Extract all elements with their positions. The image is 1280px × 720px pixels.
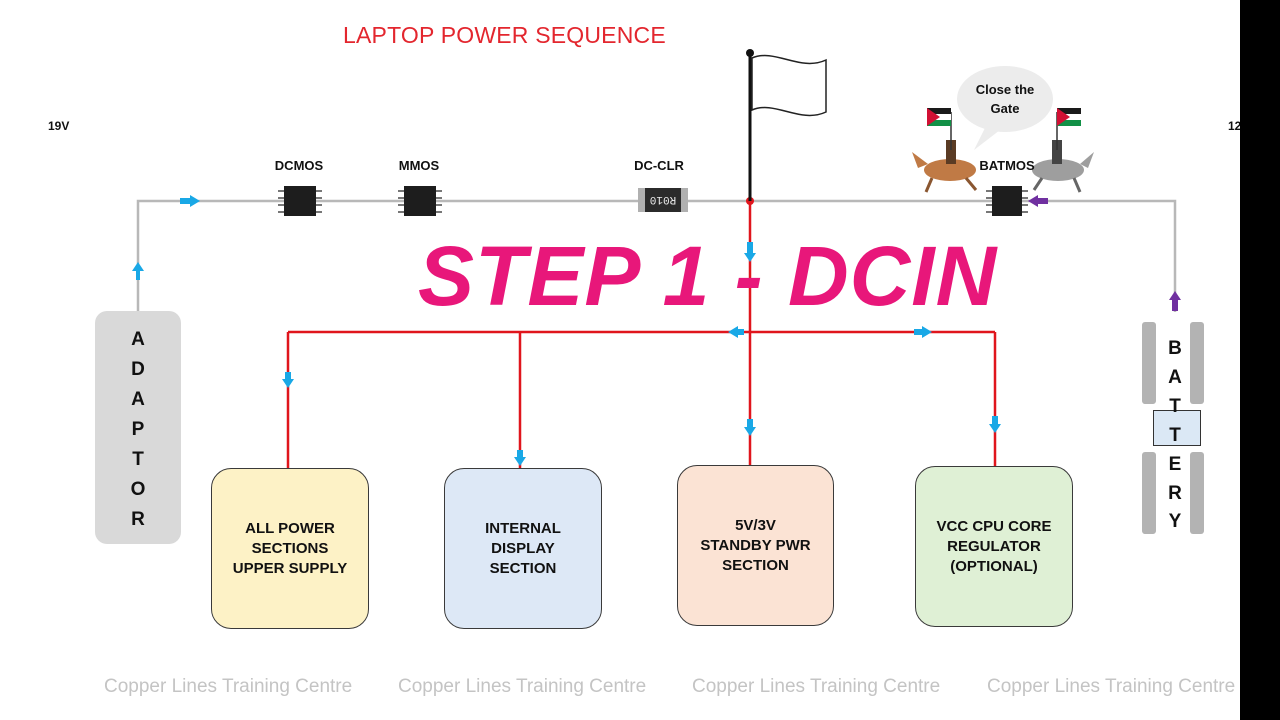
battery-cells-icon (1142, 322, 1204, 534)
arrow-right-icon (914, 326, 932, 338)
battery-window (1153, 410, 1201, 446)
arrow-left-icon (1028, 195, 1048, 207)
arrow-down-icon (989, 416, 1001, 433)
flag-icon (746, 49, 827, 201)
page-title: LAPTOP POWER SEQUENCE (343, 22, 666, 48)
arrow-right-icon (180, 195, 200, 207)
watermark-text: Copper Lines Training Centre (987, 676, 1236, 697)
battery-letter: A (1168, 367, 1182, 388)
section-label: INTERNAL DISPLAY SECTION (485, 519, 561, 577)
diagram-canvas: R010 (0, 0, 1240, 720)
speech-bubble: Close the Gate (957, 66, 1053, 132)
mmos-label: MMOS (398, 158, 440, 173)
battery-letter: B (1168, 338, 1182, 359)
step-heading: STEP 1 - DCIN (418, 229, 998, 323)
battery-letter: T (1169, 425, 1181, 446)
battery-letter: E (1168, 454, 1182, 475)
arrow-up-icon (1169, 291, 1181, 311)
arrow-down-icon (282, 372, 294, 388)
adaptor-letter: O (130, 479, 146, 500)
voltage-left-label: 19V (48, 119, 70, 133)
horseman-right-icon (1032, 108, 1094, 193)
adaptor-letter: D (131, 359, 145, 380)
section-internal-display: INTERNAL DISPLAY SECTION (444, 468, 602, 629)
speech-bubble-text: Close the Gate (975, 82, 1035, 116)
dcmos-chip-icon (278, 186, 322, 216)
watermark-text: Copper Lines Training Centre (692, 676, 941, 697)
voltage-right-label: 12 (1228, 119, 1240, 133)
resistor-marking: R010 (650, 193, 676, 205)
horseman-left-icon (912, 108, 978, 193)
speech-bubble-tail (974, 126, 1000, 150)
dcmos-label: DCMOS (274, 158, 324, 173)
adaptor-letter: A (131, 389, 145, 410)
arrow-up-icon (132, 262, 144, 280)
watermark-text: Copper Lines Training Centre (398, 676, 647, 697)
adaptor-letter: P (131, 419, 145, 440)
mmos-chip-icon (398, 186, 442, 216)
section-standby-power: 5V/3V STANDBY PWR SECTION (677, 465, 834, 626)
adaptor-letter: R (131, 509, 145, 530)
arrow-down-icon (514, 450, 526, 466)
battery-letter: Y (1168, 511, 1182, 532)
section-label: VCC CPU CORE REGULATOR (OPTIONAL) (936, 517, 1052, 575)
watermark-text: Copper Lines Training Centre (104, 676, 353, 697)
battery-letter: R (1168, 483, 1182, 504)
flow-arrows (132, 195, 1001, 466)
adaptor-block: A D A P T O R (95, 311, 181, 544)
dc-clr-resistor-icon: R010 (638, 188, 688, 212)
adaptor-letter: T (132, 449, 144, 470)
battery-arrows (1028, 195, 1181, 311)
section-label: ALL POWER SECTIONS UPPER SUPPLY (232, 519, 348, 577)
arrow-down-icon (744, 419, 756, 436)
section-label: 5V/3V STANDBY PWR SECTION (700, 516, 811, 574)
dc-clr-label: DC-CLR (634, 158, 684, 173)
arrow-left-icon (728, 326, 744, 338)
batmos-chip-icon (986, 186, 1028, 216)
wiring-svg: R010 (132, 49, 1204, 534)
batmos-label: BATMOS (979, 158, 1035, 173)
adaptor-letter: A (131, 329, 145, 350)
arrow-down-icon (744, 242, 756, 262)
section-vcc-cpu-core: VCC CPU CORE REGULATOR (OPTIONAL) (915, 466, 1073, 627)
section-upper-supply: ALL POWER SECTIONS UPPER SUPPLY (211, 468, 369, 629)
battery-letter: T (1169, 396, 1181, 417)
